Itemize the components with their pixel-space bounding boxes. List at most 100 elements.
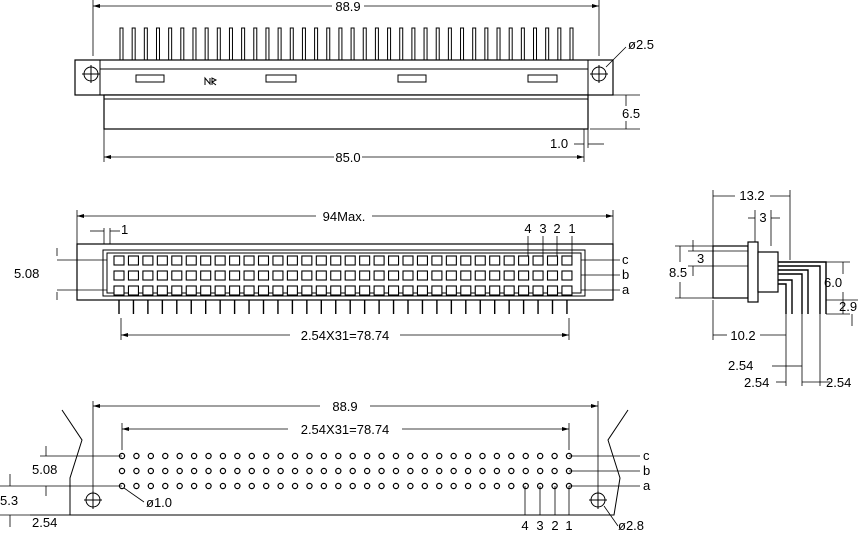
bottom-pin-hole — [464, 467, 472, 475]
bottom-pin-hole — [349, 467, 356, 475]
front-contact — [330, 255, 342, 266]
bottom-pin-hole — [147, 482, 155, 490]
front-contact — [416, 255, 429, 266]
front-contact — [518, 285, 530, 296]
bottom-hole-left — [84, 491, 102, 509]
bottom-pin-hole — [277, 452, 284, 460]
front-contact — [359, 285, 371, 296]
front-contact — [416, 285, 429, 296]
front-contact — [113, 285, 125, 296]
front-contact — [315, 255, 327, 266]
front-contact — [546, 285, 559, 296]
bottom-edge-offset: 2.54 — [32, 515, 57, 530]
bottom-pin-hole — [320, 452, 328, 460]
bottom-pin-hole — [234, 467, 241, 475]
top-pin — [314, 27, 319, 61]
front-contact — [142, 270, 154, 281]
front-contact — [272, 270, 284, 281]
bottom-pin-hole — [508, 482, 515, 490]
bottom-pin-hole — [378, 467, 385, 475]
bottom-pin-hole — [479, 452, 486, 460]
top-pin — [399, 27, 404, 61]
bottom-pin-hole — [306, 482, 313, 490]
front-pins — [118, 300, 568, 314]
bottom-col-label-2: 2 — [551, 518, 558, 533]
front-contact — [532, 255, 544, 266]
bottom-pin-grid — [118, 452, 573, 490]
front-contact — [474, 255, 486, 266]
bottom-col-label-3: 3 — [536, 518, 543, 533]
top-pin — [374, 27, 379, 61]
front-contact — [474, 285, 486, 296]
front-contact — [344, 255, 356, 266]
front-contact — [460, 285, 472, 296]
front-row-pitch: 5.08 — [14, 266, 39, 281]
front-contact — [431, 255, 443, 266]
top-pin — [484, 27, 489, 61]
bottom-pin-hole — [162, 467, 169, 475]
front-contact — [127, 285, 139, 296]
side-pitch-b: 2.54 — [744, 375, 769, 390]
bottom-pin-hole — [450, 467, 457, 475]
bottom-pin-hole — [234, 482, 241, 490]
bottom-hole-right — [589, 491, 607, 509]
front-contact — [171, 285, 183, 296]
top-pin — [472, 27, 477, 61]
front-contact — [445, 255, 457, 266]
bottom-pin-hole — [436, 482, 443, 490]
front-contact — [561, 270, 573, 281]
bottom-pin-hole — [190, 467, 198, 475]
bottom-col-label-4: 4 — [521, 518, 528, 533]
front-view: 94Max. 1 5.08 c b a 4 3 2 1 — [14, 209, 630, 343]
front-contact — [431, 285, 443, 296]
front-contact — [445, 270, 457, 281]
top-overall-width: 88.9 — [335, 0, 360, 14]
front-contact — [200, 255, 212, 266]
front-contact — [171, 255, 183, 266]
front-contact — [301, 255, 313, 266]
bottom-pin-hole — [335, 482, 342, 490]
bottom-pin-hole — [248, 467, 255, 475]
front-contact — [460, 255, 472, 266]
bottom-pin-hole — [407, 452, 414, 460]
front-contact — [561, 255, 573, 266]
bottom-pin-hole — [407, 482, 414, 490]
bottom-pin-hole — [133, 467, 140, 475]
front-contact — [185, 255, 197, 266]
logo-mark — [204, 76, 218, 86]
bottom-pin-hole — [277, 482, 284, 490]
bottom-pin-hole — [349, 482, 356, 490]
front-contact — [359, 270, 371, 281]
front-contact — [113, 255, 125, 266]
front-contact — [200, 270, 212, 281]
front-col-label-4: 4 — [524, 221, 531, 236]
side-depth: 13.2 — [739, 188, 764, 203]
front-contact — [156, 270, 168, 281]
bottom-pin-hole — [133, 452, 140, 460]
bottom-pin-hole — [248, 452, 255, 460]
side-pitch-c: 2.54 — [826, 375, 851, 390]
bottom-pin-hole — [349, 452, 356, 460]
front-contact — [532, 285, 544, 296]
top-pin — [326, 27, 331, 61]
top-pin — [253, 27, 258, 61]
bottom-pin-hole — [479, 467, 486, 475]
bottom-pin-hole — [464, 482, 472, 490]
top-pin — [423, 27, 428, 61]
front-contact — [156, 285, 168, 296]
front-contact — [127, 255, 139, 266]
bottom-pin-hole — [306, 452, 313, 460]
bottom-pin-hole — [522, 467, 529, 475]
top-pin — [180, 27, 185, 61]
top-pin — [265, 27, 270, 61]
bottom-pin-hole — [421, 452, 429, 460]
bottom-pin-hole — [133, 482, 140, 490]
front-contact — [546, 255, 559, 266]
bottom-pin-hole — [536, 452, 544, 460]
front-contact — [200, 285, 212, 296]
front-contact — [445, 285, 457, 296]
top-pin — [228, 27, 233, 61]
bottom-pin-hole — [407, 467, 414, 475]
top-hole-dia: ø2.5 — [628, 37, 654, 52]
side-tail-offset: 2.9 — [839, 299, 857, 314]
